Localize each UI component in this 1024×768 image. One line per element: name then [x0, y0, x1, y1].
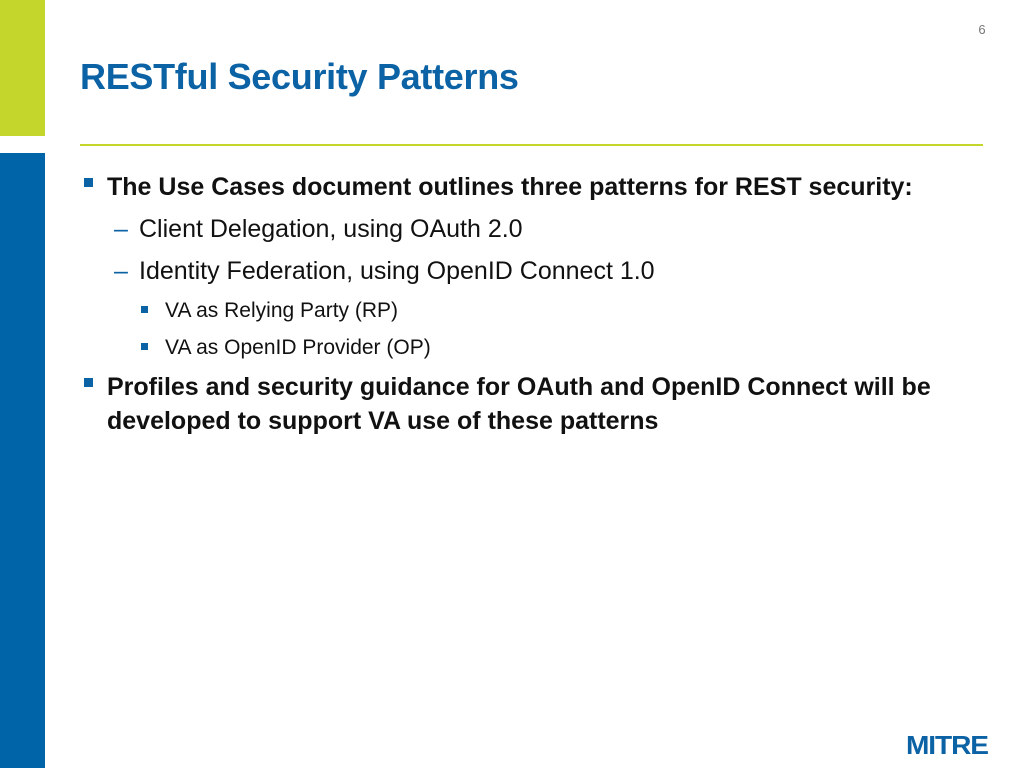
- bullet-item: The Use Cases document outlines three pa…: [80, 170, 980, 204]
- square-bullet-icon: [141, 343, 148, 350]
- bullet-text: The Use Cases document outlines three pa…: [107, 173, 913, 201]
- slide-body: The Use Cases document outlines three pa…: [80, 170, 980, 438]
- sub-sub-bullet-text: VA as Relying Party (RP): [165, 299, 399, 322]
- square-bullet-icon: [84, 378, 93, 387]
- bullet-text: Profiles and security guidance for OAuth…: [107, 373, 931, 435]
- sub-bullet-item: – Client Delegation, using OAuth 2.0: [80, 212, 980, 246]
- accent-bar-green: [0, 0, 45, 136]
- square-bullet-icon: [141, 306, 148, 313]
- sub-bullet-item: – Identity Federation, using OpenID Conn…: [80, 254, 980, 288]
- page-number: 6: [978, 22, 986, 37]
- sub-sub-bullet-item: VA as OpenID Provider (OP): [80, 334, 980, 362]
- mitre-logo: MITRE: [906, 730, 989, 760]
- square-bullet-icon: [84, 178, 93, 187]
- sub-bullet-text: Identity Federation, using OpenID Connec…: [139, 257, 655, 285]
- slide-title: RESTful Security Patterns: [80, 56, 519, 97]
- title-divider: [80, 144, 983, 146]
- dash-bullet-icon: –: [114, 257, 128, 285]
- dash-bullet-icon: –: [114, 215, 128, 243]
- sub-sub-bullet-text: VA as OpenID Provider (OP): [165, 336, 431, 359]
- accent-bar-blue: [0, 153, 45, 768]
- sub-sub-bullet-item: VA as Relying Party (RP): [80, 297, 980, 325]
- sub-bullet-text: Client Delegation, using OAuth 2.0: [139, 215, 523, 243]
- bullet-item: Profiles and security guidance for OAuth…: [80, 370, 980, 438]
